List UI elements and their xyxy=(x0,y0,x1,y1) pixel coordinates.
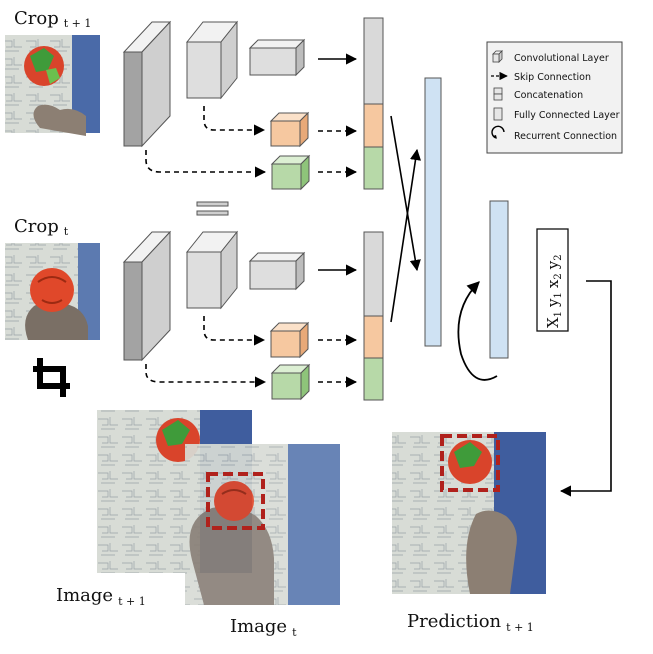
crop-t-image xyxy=(5,243,100,340)
top-skip-block-orange xyxy=(269,111,310,148)
prediction-bounding-box xyxy=(440,434,500,492)
top-conv-layer-2 xyxy=(185,20,239,100)
legend-label-skip: Skip Connection xyxy=(514,72,591,83)
bottom-conv-layer-2 xyxy=(185,230,239,310)
bottom-skip-block-orange xyxy=(269,321,310,359)
legend-label-concat: Concatenation xyxy=(514,90,583,101)
top-conv-layer-3 xyxy=(248,38,306,77)
prediction-image xyxy=(392,432,546,594)
crop-t1-image xyxy=(5,35,100,136)
conv-layer-icon xyxy=(492,50,503,63)
image-t xyxy=(185,444,340,605)
cross-arrows xyxy=(390,115,422,323)
top-conv-layer-1 xyxy=(122,20,172,148)
fc-layer-1 xyxy=(424,77,442,347)
top-skip-block-green xyxy=(270,154,311,191)
output-vector: X1y1x2y2 xyxy=(536,228,569,332)
fc-layer-icon xyxy=(493,107,503,121)
bottom-conv-layer-1 xyxy=(122,230,172,362)
output-to-prediction-arrow xyxy=(559,280,612,497)
recurrent-connection-arrow xyxy=(457,281,498,381)
top-concat-bar xyxy=(363,17,384,190)
concat-icon xyxy=(493,87,503,101)
top-arrows xyxy=(145,53,358,178)
bottom-conv-layer-3 xyxy=(248,251,306,291)
bottom-arrows xyxy=(145,264,358,388)
legend: Convolutional Layer Skip Connection Conc… xyxy=(486,41,623,154)
bottom-skip-block-green xyxy=(270,363,311,401)
bottom-concat-bar xyxy=(363,231,384,401)
weight-sharing-equals xyxy=(196,201,229,216)
image-t-bounding-box xyxy=(206,472,265,530)
crop-icon xyxy=(33,358,70,397)
legend-label-conv: Convolutional Layer xyxy=(514,53,609,64)
svg-text:X1y1x2y2: X1y1x2y2 xyxy=(544,254,564,328)
legend-label-fc: Fully Connected Layer xyxy=(514,110,620,121)
fc-layer-2 xyxy=(489,200,509,359)
legend-label-recurrent: Recurrent Connection xyxy=(514,131,617,142)
